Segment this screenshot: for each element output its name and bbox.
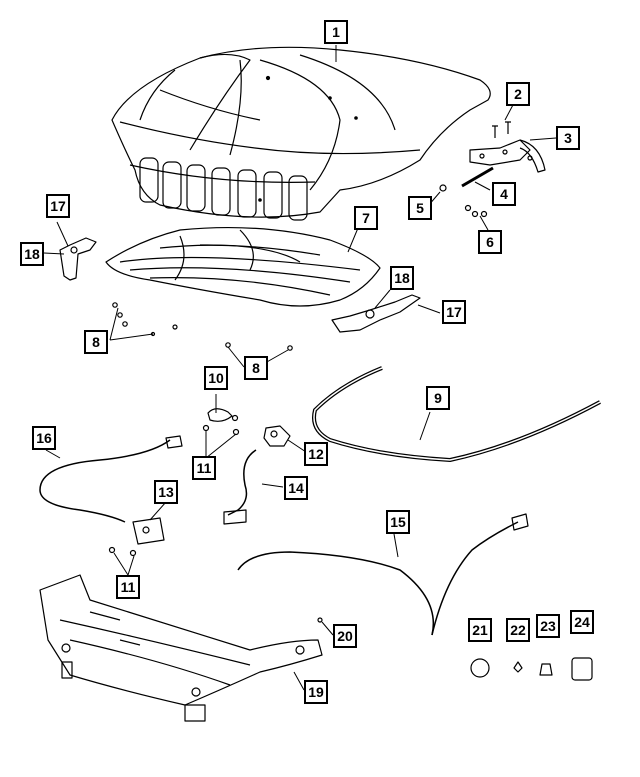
secondary-latch [132, 517, 165, 545]
callout-19[interactable]: 19 [304, 680, 328, 704]
callout-10[interactable]: 10 [204, 366, 228, 390]
lever-cable [39, 435, 183, 523]
screws-11-lower [108, 546, 137, 557]
callout-23[interactable]: 23 [536, 614, 560, 638]
callout-15[interactable]: 15 [386, 510, 410, 534]
callout-2[interactable]: 2 [506, 82, 530, 106]
clip-22 [513, 661, 523, 673]
hood-silencer-pad [105, 226, 381, 307]
callout-24[interactable]: 24 [570, 610, 594, 634]
callout-3[interactable]: 3 [556, 126, 580, 150]
nuts-6 [464, 204, 488, 218]
callout-21[interactable]: 21 [468, 618, 492, 642]
callout-4[interactable]: 4 [492, 182, 516, 206]
leader-lines [43, 45, 557, 691]
callout-17-left[interactable]: 17 [46, 194, 70, 218]
hinge-right [331, 294, 421, 333]
front-crossmember [39, 574, 323, 722]
clips-8 [112, 302, 293, 351]
nut-5 [439, 184, 447, 192]
callout-14[interactable]: 14 [284, 476, 308, 500]
plug-21 [470, 658, 490, 678]
callout-7[interactable]: 7 [354, 206, 378, 230]
hood-latch [263, 425, 291, 447]
callout-8-right[interactable]: 8 [244, 356, 268, 380]
callout-20[interactable]: 20 [333, 624, 357, 648]
release-cable-long [237, 513, 529, 636]
callout-18-right[interactable]: 18 [390, 266, 414, 290]
release-cable [223, 449, 257, 525]
plug-23 [539, 663, 553, 676]
pad-24 [571, 657, 593, 681]
callout-12[interactable]: 12 [304, 442, 328, 466]
callout-1[interactable]: 1 [324, 20, 348, 44]
callout-9[interactable]: 9 [426, 386, 450, 410]
hinge-left [59, 237, 97, 281]
hinge-bolts [492, 121, 511, 138]
callout-13[interactable]: 13 [154, 480, 178, 504]
latch-sensor [207, 408, 239, 422]
hood-weatherstrip [312, 366, 601, 462]
pin-20 [317, 617, 323, 623]
screws-11-upper [202, 424, 240, 436]
callout-6[interactable]: 6 [478, 230, 502, 254]
callout-16[interactable]: 16 [32, 426, 56, 450]
callout-22[interactable]: 22 [506, 618, 530, 642]
hood-panel [111, 46, 491, 221]
callout-8-left[interactable]: 8 [84, 330, 108, 354]
callout-17-right[interactable]: 17 [442, 300, 466, 324]
callout-11-lower[interactable]: 11 [116, 575, 140, 599]
callout-18-left[interactable]: 18 [20, 242, 44, 266]
hood-hinge [469, 139, 546, 173]
callout-11-upper[interactable]: 11 [192, 456, 216, 480]
hood-support-rod [461, 166, 494, 188]
callout-5[interactable]: 5 [408, 196, 432, 220]
